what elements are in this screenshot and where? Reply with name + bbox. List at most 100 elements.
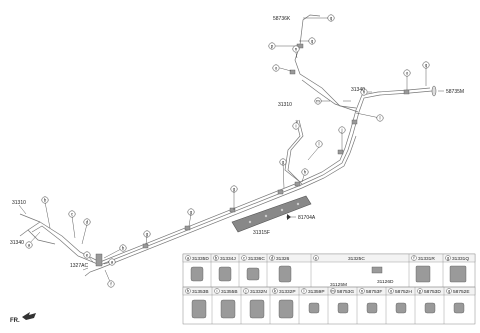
callout-g[interactable]: g [230,185,238,193]
svg-text:31325C: 31325C [348,256,365,262]
svg-text:m: m [331,289,335,294]
svg-text:m: m [316,99,320,104]
callout-i[interactable]: i [292,122,300,130]
svg-text:31126D: 31126D [377,279,394,285]
svg-text:j: j [341,128,343,133]
svg-text:g: g [233,187,236,192]
svg-text:31334J: 31334J [220,256,236,262]
label-31340-top: 31340 [351,87,365,93]
svg-text:b: b [44,198,47,203]
callout-q[interactable]: q [327,14,335,22]
svg-text:c: c [71,212,74,217]
svg-text:31332P: 31332P [279,289,296,295]
callout-o[interactable]: o [403,69,411,77]
line-bundle [19,14,433,277]
svg-text:f: f [110,282,112,287]
svg-text:31353B: 31353B [192,289,209,295]
svg-text:58752E: 58752E [453,289,470,295]
callout-b[interactable]: b [119,244,127,252]
part-labels: 58736K 31340 58735M 31310 31310 31340 13… [10,16,464,269]
bracket-strip [231,195,312,233]
svg-text:58753G: 58753G [337,289,354,295]
svg-text:58752H: 58752H [395,289,412,295]
callout-b[interactable]: b [41,196,49,204]
callout-n[interactable]: n [360,88,368,96]
svg-text:31331Q: 31331Q [452,256,469,262]
svg-text:q: q [330,16,333,21]
svg-text:c: c [243,256,245,261]
callout-a[interactable]: a [108,258,116,266]
label-81704a: 81704A [298,215,316,221]
callout-l[interactable]: l [315,140,323,148]
svg-text:k: k [274,289,277,294]
callout-n[interactable]: n [292,45,300,53]
svg-text:h: h [187,289,190,294]
svg-text:n: n [363,90,366,95]
svg-text:a: a [28,243,31,248]
table-row-1-e-detail: 31125M 31126D [330,279,394,288]
callout-a[interactable]: a [25,241,33,249]
svg-text:a: a [111,260,114,265]
svg-text:l: l [380,116,381,121]
callout-f[interactable]: f [107,280,115,288]
callout-h[interactable]: h [301,168,309,176]
callout-group: q p q o n m n o q l j l i g h g g g b a … [25,14,430,288]
svg-text:o: o [275,66,278,71]
callout-e[interactable]: e [83,251,91,259]
label-58735m: 58735M [446,89,464,95]
callout-q[interactable]: q [422,61,430,69]
svg-text:q: q [448,289,451,294]
callout-l[interactable]: l [376,114,384,122]
svg-text:31326: 31326 [276,256,290,262]
svg-text:q: q [425,63,428,68]
callout-m[interactable]: m [314,97,322,105]
svg-text:31336C: 31336C [248,256,265,262]
svg-text:g: g [282,160,285,165]
label-31310-mid: 31310 [278,102,292,108]
svg-text:l: l [304,289,305,294]
svg-text:i: i [296,124,297,129]
label-58736k: 58736K [273,16,291,22]
svg-text:58753D: 58753D [424,289,441,295]
svg-text:i: i [217,289,218,294]
svg-text:p: p [271,44,274,49]
leaders [18,17,444,285]
front-arrow-icon [22,312,36,320]
svg-text:j: j [245,289,247,294]
svg-text:31335D: 31335D [192,256,209,262]
callout-g[interactable]: g [143,230,151,238]
svg-text:b: b [122,246,125,251]
svg-text:b: b [215,256,218,261]
svg-text:f: f [413,256,415,261]
callout-c[interactable]: c [68,210,76,218]
bundle-clips [95,43,410,267]
callout-j[interactable]: j [338,126,346,134]
svg-text:q: q [311,39,314,44]
callout-p[interactable]: p [268,42,276,50]
callout-o[interactable]: o [272,64,280,72]
svg-text:d: d [86,220,89,225]
callout-g[interactable]: g [187,208,195,216]
callout-d[interactable]: d [83,218,91,226]
callout-q[interactable]: q [308,37,316,45]
callout-g[interactable]: g [279,158,287,166]
svg-text:l: l [319,142,320,147]
svg-text:g: g [146,232,149,237]
label-1327ac: 1327AC [70,263,88,269]
svg-text:58753F: 58753F [366,289,382,295]
arrow-81704a [287,214,291,220]
label-31310-left: 31310 [12,200,26,206]
